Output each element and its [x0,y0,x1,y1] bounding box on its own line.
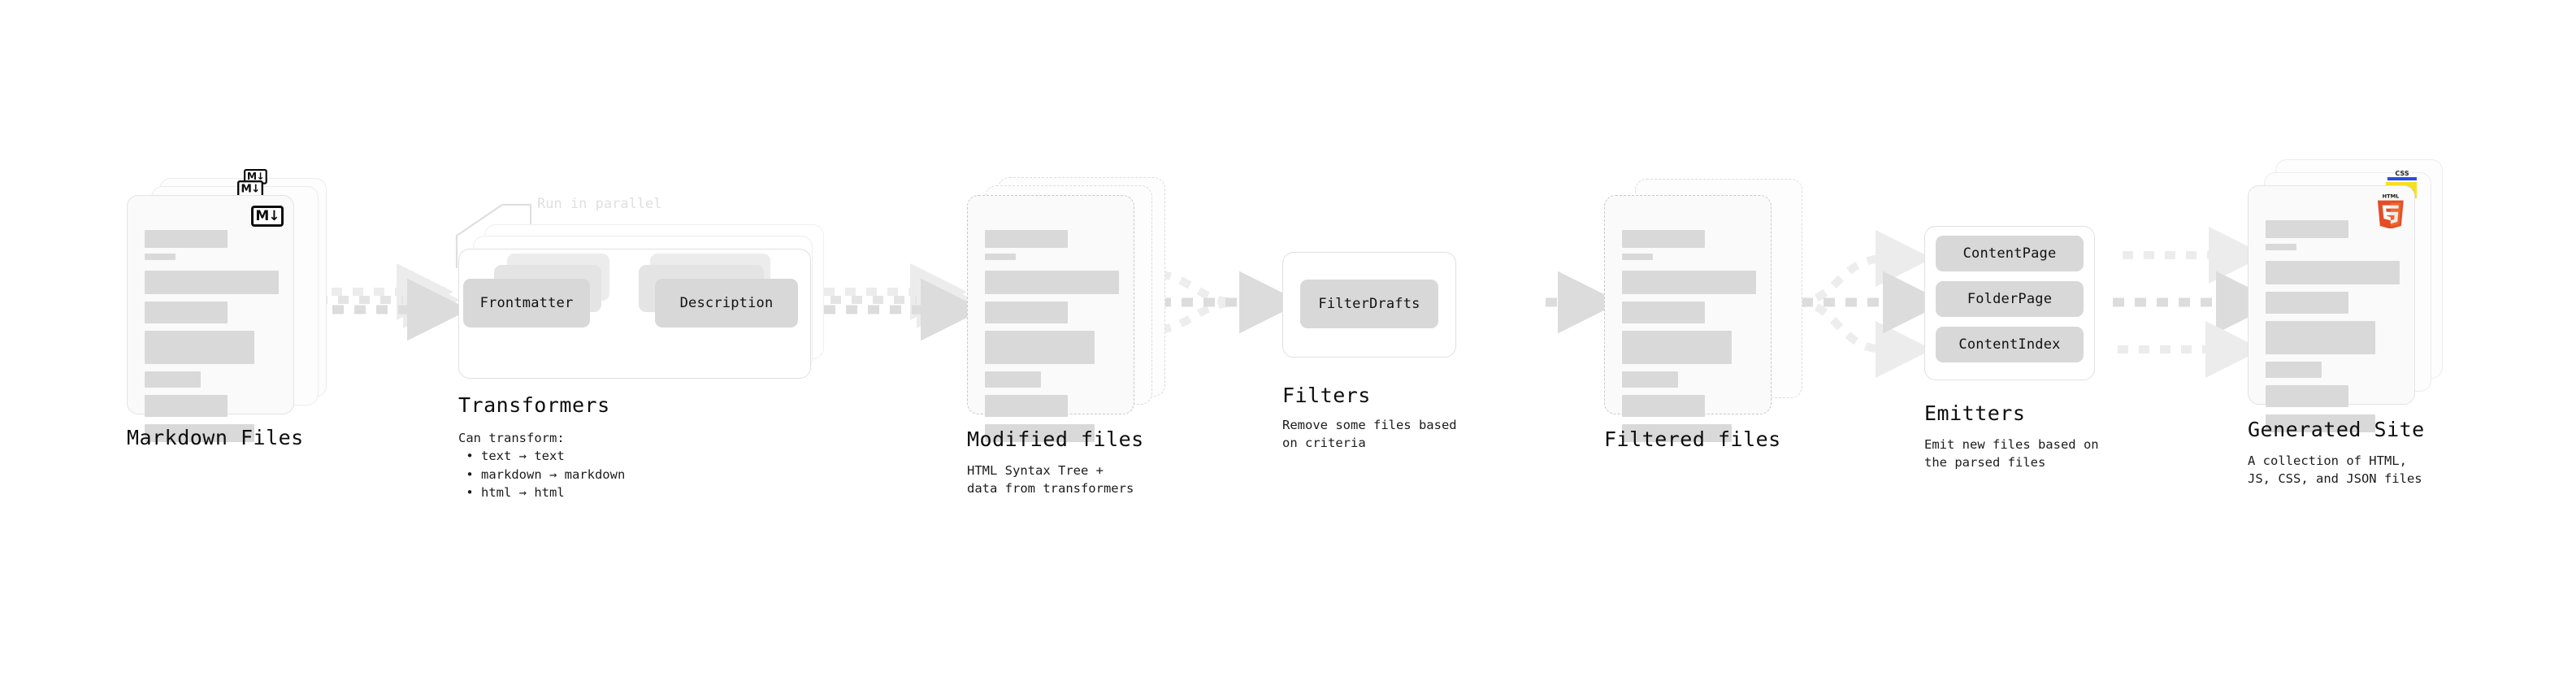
skeleton-paragraph-bar [2266,362,2322,378]
markdown-icon: M↓ [251,206,284,227]
css-icon: CSS [2387,167,2417,180]
stage-label-transformers: Transformers [458,393,610,417]
skeleton-title-bar [985,230,1069,248]
html5-icon: HTML [2375,193,2406,229]
skeleton-paragraph-bar [985,301,1069,323]
skeleton-paragraph-bar [145,395,228,417]
skeleton-paragraph-bar [2266,385,2349,407]
skeleton-paragraph-bar [985,331,1095,364]
skeleton-paragraph-bar [1622,271,1756,294]
skeleton-paragraph-bar [2266,261,2400,284]
skeleton-subtitle-bar [1622,254,1653,260]
stage-label-markdown-files: Markdown Files [127,426,304,449]
run-in-parallel-label: Run in parallel [537,196,662,212]
skeleton-title-bar [2266,220,2349,238]
stage-desc-generated-site: A collection of HTML, JS, CSS, and JSON … [2248,453,2422,487]
skeleton-paragraph-bar [145,424,255,442]
document-skeleton [145,230,279,442]
document-skeleton [1622,230,1756,442]
skeleton-paragraph-bar [985,371,1042,388]
stage-label-filters: Filters [1282,384,1371,407]
document-skeleton [985,230,1119,442]
svg-text:HTML: HTML [2383,193,2400,200]
skeleton-paragraph-bar [1622,301,1706,323]
generated-site-card[interactable]: HTML [2248,185,2415,432]
skeleton-paragraph-bar [985,424,1095,442]
skeleton-subtitle-bar [145,254,176,260]
skeleton-paragraph-bar [145,331,255,364]
skeleton-paragraph-bar [1622,424,1733,442]
chip-contentpage[interactable]: ContentPage [1936,236,2084,271]
modified-file-card[interactable] [967,195,1134,442]
chip-filterdrafts[interactable]: FilterDrafts [1300,280,1438,328]
chip-contentindex[interactable]: ContentIndex [1936,327,2084,362]
skeleton-paragraph-bar [2266,414,2376,432]
stage-label-generated-site: Generated Site [2248,418,2425,441]
stage-label-emitters: Emitters [1924,401,2026,425]
skeleton-subtitle-bar [985,254,1016,260]
stage-label-modified-files: Modified files [967,427,1144,451]
skeleton-paragraph-bar [985,395,1069,417]
skeleton-paragraph-bar [145,271,279,294]
skeleton-paragraph-bar [1622,331,1733,364]
skeleton-title-bar [145,230,228,248]
filtered-file-card[interactable] [1604,195,1772,442]
chip-frontmatter[interactable]: Frontmatter [463,279,590,327]
connector-transformers-to-modified [824,263,983,341]
document-skeleton [2266,220,2400,432]
skeleton-paragraph-bar [145,371,202,388]
markdown-file-card[interactable]: M↓ [127,195,294,442]
stage-label-filtered-files: Filtered files [1604,427,1781,451]
stage-desc-emitters: Emit new files based on the parsed files [1924,437,2099,471]
stage-desc-transformers: Can transform: • text → text • markdown … [458,431,626,501]
skeleton-paragraph-bar [145,301,228,323]
skeleton-title-bar [1622,230,1706,248]
skeleton-subtitle-bar [2266,244,2296,250]
skeleton-paragraph-bar [1622,395,1706,417]
skeleton-paragraph-bar [2266,292,2349,314]
chip-description[interactable]: Description [655,279,798,327]
skeleton-paragraph-bar [2266,321,2376,354]
skeleton-paragraph-bar [1622,371,1679,388]
stage-desc-modified-files: HTML Syntax Tree + data from transformer… [967,463,1134,497]
stage-desc-filters: Remove some files based on criteria [1282,418,1457,451]
skeleton-paragraph-bar [985,271,1119,294]
chip-folderpage[interactable]: FolderPage [1936,281,2084,317]
connector-emitters-to-site [2113,227,2279,378]
